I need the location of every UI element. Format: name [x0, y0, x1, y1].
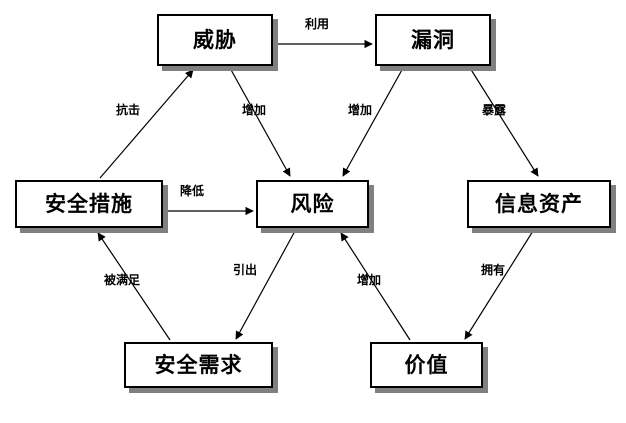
edge-label-exploits: 利用: [305, 17, 330, 31]
node-security-control-label: 安全措施: [45, 191, 133, 216]
edge-vuln-increases-risk: [342, 67, 404, 177]
edge-label-derives: 引出: [233, 263, 258, 277]
edge-label-reduces: 降低: [180, 184, 205, 198]
edge-label-increases-value-risk: 增加: [357, 273, 382, 287]
node-vulnerability-label: 漏洞: [411, 27, 455, 52]
edge-requirement-satisfies-control: [97, 232, 171, 341]
node-threat[interactable]: 威胁: [157, 14, 273, 66]
node-information-asset-label: 信息资产: [495, 191, 583, 216]
edge-label-satisfied-by: 被满足: [104, 273, 141, 287]
edge-vuln-exposes-asset: [469, 67, 539, 177]
node-security-requirement-label: 安全需求: [154, 352, 243, 377]
node-vulnerability[interactable]: 漏洞: [375, 14, 491, 66]
edge-label-increases-vuln-risk: 增加: [348, 103, 373, 117]
edge-label-increases-threat-risk: 增加: [242, 103, 267, 117]
edge-value-increases-risk: [340, 232, 411, 341]
node-risk-label: 风险: [290, 191, 335, 216]
edge-asset-has-value: [464, 230, 534, 340]
edge-risk-derives-requirement: [235, 230, 296, 340]
edge-control-counters-threat: [99, 69, 194, 179]
node-information-asset[interactable]: 信息资产: [467, 180, 611, 228]
node-value-label: 价值: [404, 352, 449, 377]
node-security-control[interactable]: 安全措施: [15, 180, 163, 228]
node-threat-label: 威胁: [193, 27, 237, 52]
node-risk[interactable]: 风险: [256, 180, 369, 228]
node-value[interactable]: 价值: [370, 342, 483, 388]
edge-threat-increases-risk: [229, 67, 291, 177]
edge-label-owns: 拥有: [481, 263, 506, 277]
edge-label-counters: 抗击: [116, 103, 141, 117]
edge-label-exposes: 暴露: [482, 103, 507, 117]
node-security-requirement[interactable]: 安全需求: [124, 342, 273, 388]
